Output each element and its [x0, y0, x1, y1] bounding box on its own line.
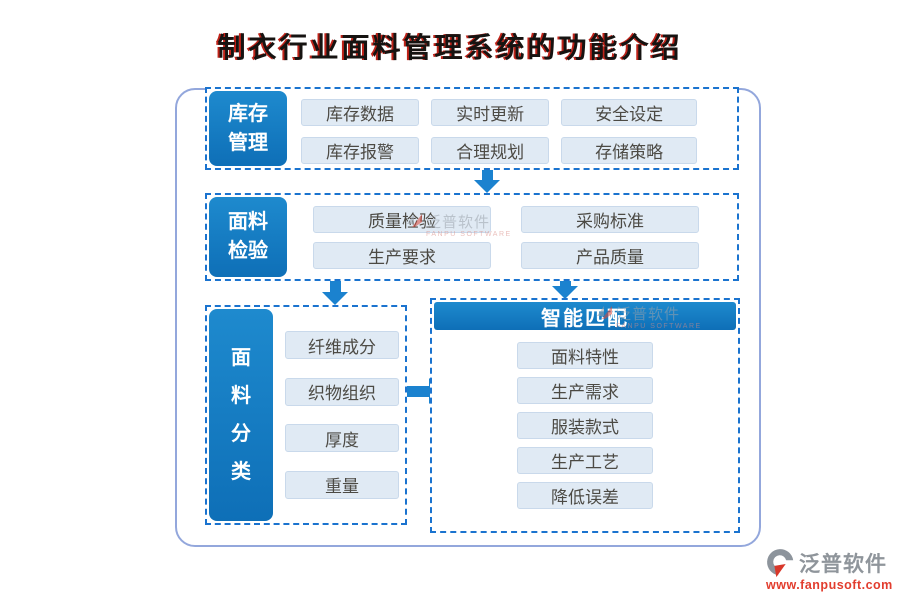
group-inventory-items: 库存数据 实时更新 安全设定 库存报警 合理规划 存储策略 — [301, 89, 697, 168]
group-inspection-items: 质量检验 采购标准 生产要求 产品质量 — [313, 195, 699, 279]
group-matching: 智能匹配 面料特性 生产需求 服装款式 生产工艺 降低误差 — [430, 298, 740, 533]
feature-item-product-quality: 产品质量 — [521, 242, 699, 269]
fanpu-logo-icon — [767, 549, 794, 578]
feature-item-safety-setting: 安全设定 — [561, 99, 697, 126]
watermark: 泛普软件 FANPU SOFTWARE — [596, 303, 702, 330]
group-classification-label-text: 面料分类 — [231, 347, 251, 483]
feature-item-reduce-error: 降低误差 — [517, 482, 653, 509]
feature-item-inventory-data: 库存数据 — [301, 99, 420, 126]
fanpu-logo-name: 泛普软件 — [799, 552, 887, 576]
feature-item-production-demand: 生产需求 — [517, 377, 653, 404]
fanpu-watermark-icon — [597, 306, 612, 319]
group-matching-header: 智能匹配 — [434, 302, 736, 330]
group-inventory-label: 库存管理 — [209, 91, 287, 166]
watermark: 泛普软件 FANPU SOFTWARE — [406, 211, 512, 238]
group-matching-items: 面料特性 生产需求 服装款式 生产工艺 降低误差 — [432, 342, 738, 509]
group-classification: 面料分类 纤维成分 织物组织 厚度 重量 — [205, 305, 407, 525]
watermark-name: 泛普软件 — [616, 307, 681, 323]
feature-item-production-requirement: 生产要求 — [313, 242, 491, 269]
group-inspection-label-text: 面料检验 — [228, 211, 268, 262]
feature-item-purchase-standard: 采购标准 — [521, 206, 699, 233]
watermark-subtitle: FANPU SOFTWARE — [616, 323, 702, 330]
feature-item-quality-inspection: 质量检验 — [313, 206, 491, 233]
feature-item-inventory-alarm: 库存报警 — [301, 137, 420, 164]
group-inventory-label-text: 库存管理 — [228, 102, 268, 154]
fanpu-logo: 泛普软件 www.fanpusoft.com — [766, 548, 893, 592]
watermark-name: 泛普软件 — [426, 215, 491, 231]
feature-item-production-process: 生产工艺 — [517, 447, 653, 474]
feature-item-fabric-characteristics: 面料特性 — [517, 342, 653, 369]
group-classification-label: 面料分类 — [209, 309, 273, 521]
feature-item-storage-strategy: 存储策略 — [561, 137, 697, 164]
feature-item-garment-style: 服装款式 — [517, 412, 653, 439]
feature-item-weave-structure: 织物组织 — [285, 377, 399, 406]
feature-item-fiber-composition: 纤维成分 — [285, 331, 399, 360]
arrow-down-icon — [552, 281, 578, 299]
group-classification-items: 纤维成分 织物组织 厚度 重量 — [285, 307, 399, 523]
feature-item-weight: 重量 — [285, 470, 399, 499]
arrow-down-icon — [322, 281, 348, 305]
watermark-subtitle: FANPU SOFTWARE — [426, 231, 512, 238]
fanpu-logo-url: www.fanpusoft.com — [766, 578, 893, 592]
page-title: 制衣行业面料管理系统的功能介绍 — [217, 33, 683, 64]
group-inspection: 面料检验 质量检验 采购标准 生产要求 产品质量 — [205, 193, 739, 281]
fanpu-watermark-icon — [407, 214, 422, 227]
group-inspection-label: 面料检验 — [209, 197, 287, 277]
feature-item-realtime-update: 实时更新 — [431, 99, 550, 126]
feature-item-rational-planning: 合理规划 — [431, 137, 550, 164]
feature-item-thickness: 厚度 — [285, 424, 399, 453]
group-inventory: 库存管理 库存数据 实时更新 安全设定 库存报警 合理规划 存储策略 — [205, 87, 739, 170]
arrow-down-icon — [474, 170, 500, 193]
